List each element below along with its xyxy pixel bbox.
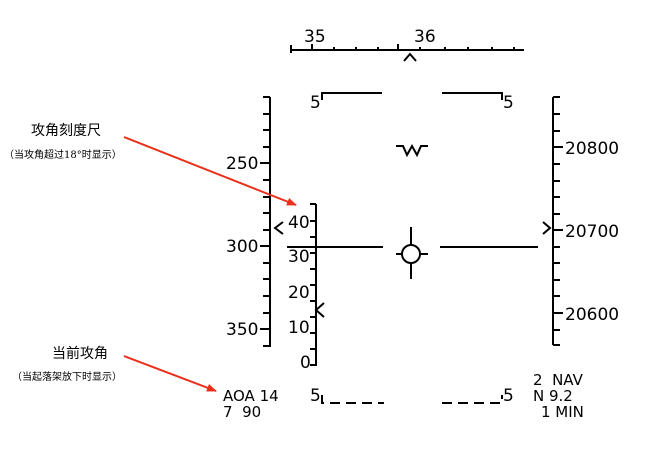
annotation-arrow-icon xyxy=(123,136,297,206)
airspeed-label-300: 300 xyxy=(226,237,258,257)
annotation-current-aoa-title: 当前攻角 xyxy=(52,345,108,362)
velocity-vector-icon xyxy=(396,227,428,279)
waterline-w-icon xyxy=(396,143,428,158)
aoa-label-30: 30 xyxy=(288,247,310,267)
pitch-ladder-lower: 5 5 xyxy=(310,386,514,406)
altitude-label-20800: 20800 xyxy=(565,139,619,159)
aoa-readout-line2: 7 90 xyxy=(223,403,261,421)
altitude-caret-icon xyxy=(542,221,552,235)
annotation-current-aoa-note: （当起落架放下时显示） xyxy=(12,370,122,383)
annotation-aoa-scale-title: 攻角刻度尺 xyxy=(31,123,101,139)
aoa-label-20: 20 xyxy=(288,283,310,303)
nav-readout: 2 NAV N 9.2 1 MIN xyxy=(533,371,584,421)
pitch-label-lower-right: 5 xyxy=(503,386,514,406)
nav-readout-line1: 2 NAV xyxy=(533,371,584,389)
pitch-label-upper-left: 5 xyxy=(310,93,321,113)
annotation-arrow-icon xyxy=(123,355,217,392)
aoa-readout-line1: AOA 14 xyxy=(223,387,279,405)
altitude-scale: 20800 20700 20600 xyxy=(542,96,619,346)
annotation-aoa-scale: 攻角刻度尺 （当攻角超过18°时显示） xyxy=(4,123,297,206)
heading-label-36: 36 xyxy=(414,27,436,47)
aoa-label-10: 10 xyxy=(288,318,310,338)
nav-readout-line3: 1 MIN xyxy=(541,403,584,421)
airspeed-label-250: 250 xyxy=(226,154,258,174)
aoa-label-40: 40 xyxy=(288,213,310,233)
annotation-current-aoa: 当前攻角 （当起落架放下时显示） xyxy=(12,345,217,392)
heading-label-35: 35 xyxy=(304,27,326,47)
airspeed-caret-icon xyxy=(273,221,284,235)
annotation-aoa-scale-note: （当攻角超过18°时显示） xyxy=(4,148,122,161)
pitch-ladder-upper: 5 5 xyxy=(310,92,514,113)
heading-tape: 35 36 xyxy=(290,27,524,62)
altitude-label-20600: 20600 xyxy=(565,305,619,325)
pitch-label-upper-right: 5 xyxy=(503,93,514,113)
aoa-label-0: 0 xyxy=(300,353,311,373)
aoa-readout: AOA 14 7 90 xyxy=(223,387,279,421)
aoa-scale: 40 30 20 10 0 xyxy=(288,203,325,373)
nav-readout-line2: N 9.2 xyxy=(533,387,573,405)
airspeed-label-350: 350 xyxy=(226,320,258,340)
pitch-label-lower-left: 5 xyxy=(310,386,321,406)
altitude-label-20700: 20700 xyxy=(565,222,619,242)
aoa-caret-icon xyxy=(314,302,325,318)
heading-caret-icon xyxy=(403,52,417,62)
airspeed-scale: 250 300 350 xyxy=(226,96,284,347)
